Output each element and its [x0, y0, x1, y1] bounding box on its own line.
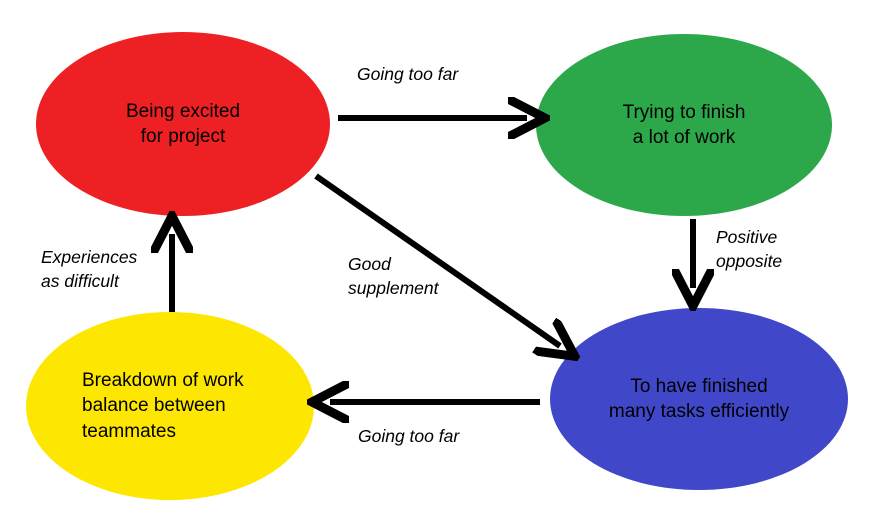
- edge-label-trying-to-finished: Positive opposite: [716, 225, 782, 273]
- node-ellipse-finished-tasks[interactable]: [550, 308, 848, 490]
- edge-label-excited-to-finished: Good supplement: [348, 252, 438, 300]
- edge-line: Positive: [716, 227, 778, 247]
- node-ellipse-breakdown-of-work[interactable]: [26, 312, 314, 500]
- node-ellipse-being-excited[interactable]: [36, 32, 330, 216]
- arrow-excited-to-finished: [314, 173, 560, 346]
- edge-line: opposite: [716, 251, 783, 272]
- edge-line: as difficult: [41, 271, 119, 292]
- node-ellipse-trying-to-finish[interactable]: [536, 34, 832, 216]
- edge-line: Experiences: [41, 247, 138, 267]
- edge-line: Good: [348, 254, 391, 274]
- edge-label-excited-to-trying: Going too far: [357, 62, 458, 86]
- edge-label-finished-to-breakdown: Going too far: [358, 424, 459, 448]
- edge-line: Going too far: [358, 426, 460, 446]
- edge-line: Going too far: [357, 64, 459, 84]
- edge-label-breakdown-to-excited: Experiences as difficult: [41, 245, 137, 293]
- edge-line: supplement: [348, 278, 439, 299]
